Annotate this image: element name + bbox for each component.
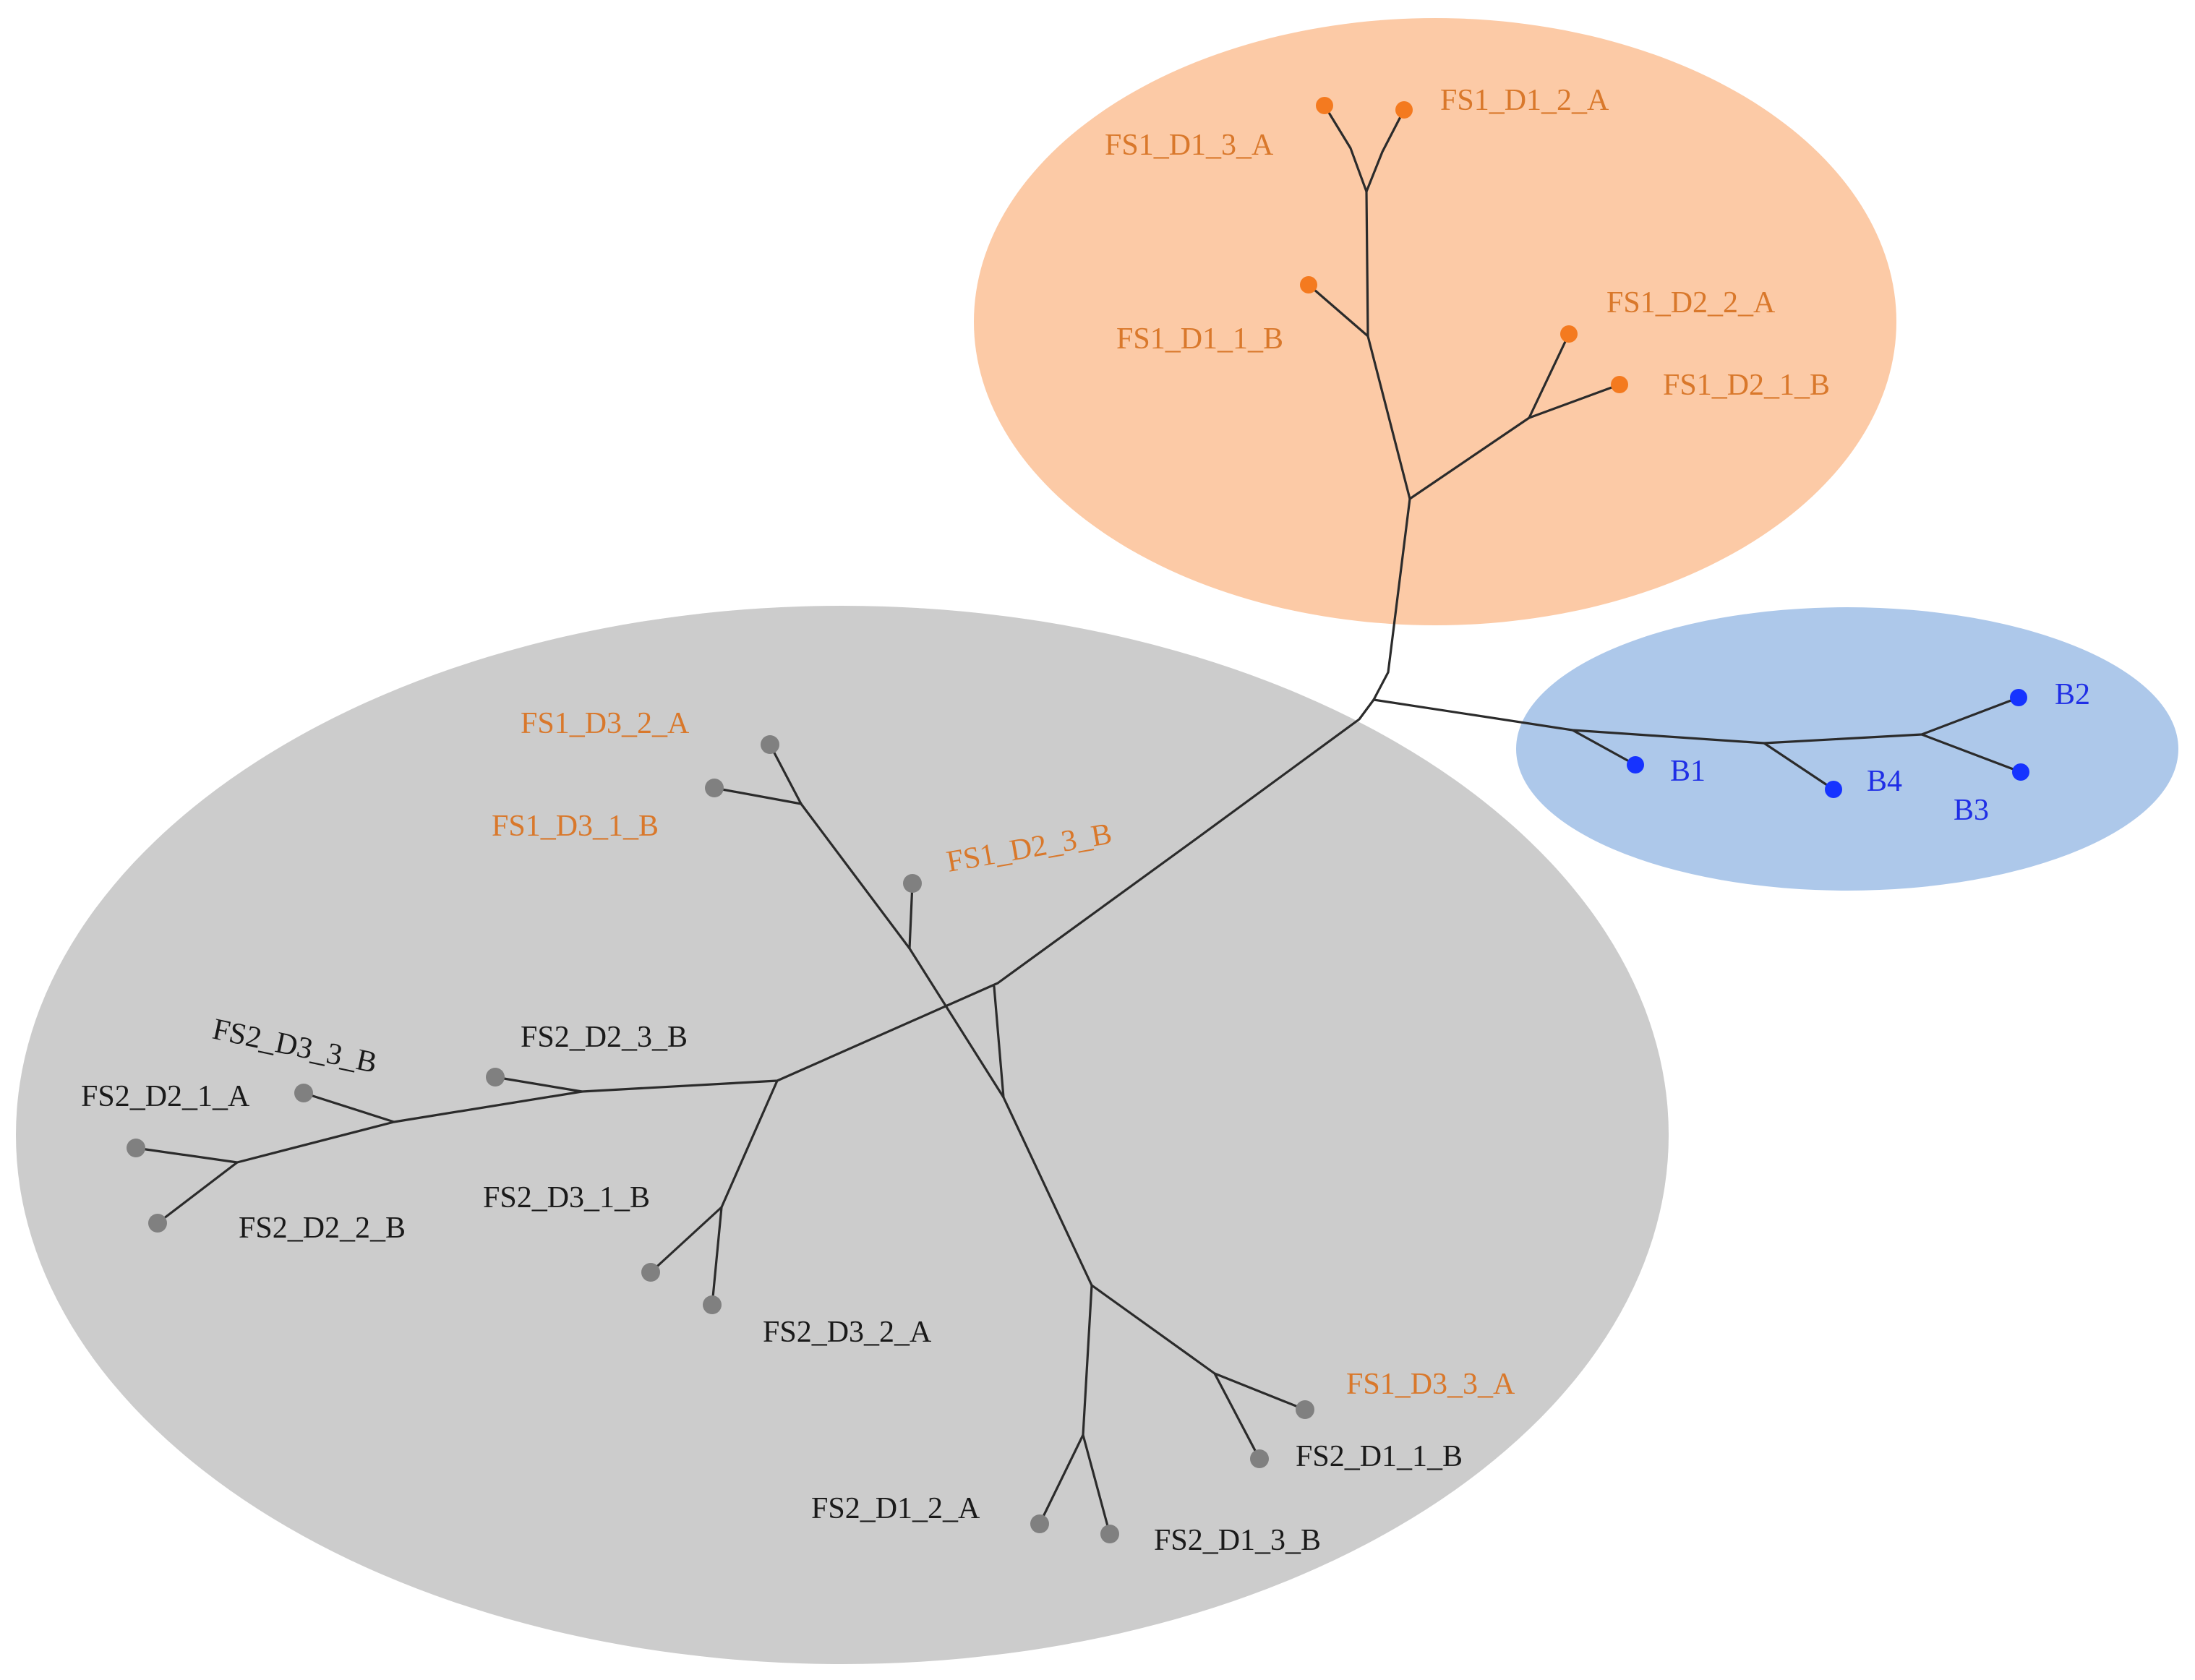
branch-b3 — [1920, 733, 2022, 773]
label-fs1-d3-3-a: FS1_D3_3_A — [1346, 1368, 1515, 1401]
branch-fs2-d1-1-b — [1213, 1372, 1261, 1460]
label-fs1-d2-1-b: FS1_D2_1_B — [1663, 369, 1830, 402]
label-fs2-d2-1-a: FS2_D2_1_A — [81, 1080, 250, 1113]
tip-marker-fs1-d3-1-b — [705, 779, 724, 797]
gray-cluster-ellipse — [16, 606, 1669, 1664]
label-fs2-d3-1-b: FS2_D3_1_B — [483, 1181, 650, 1214]
tip-marker-fs1-d3-3-a — [1296, 1400, 1314, 1419]
branch-fs1-d2-1-b — [1528, 383, 1621, 419]
branch-fs1-d1-1-b — [1307, 283, 1369, 338]
tip-marker-b3 — [2012, 763, 2029, 781]
tree-branches — [134, 104, 2022, 1535]
tip-marker-fs2-d2-3-b — [486, 1068, 505, 1087]
tip-marker-b2 — [2010, 689, 2027, 706]
label-fs1-d1-1-b: FS1_D1_1_B — [1116, 322, 1283, 356]
label-fs2-d1-1-b: FS2_D1_1_B — [1296, 1440, 1463, 1473]
branch-fs2-d3-2-a — [711, 1206, 723, 1306]
blue-cluster-ellipse — [1516, 607, 2178, 891]
tip-marker-fs2-d1-2-a — [1030, 1514, 1049, 1533]
label-fs1-d3-2-a: FS1_D3_2_A — [521, 707, 690, 740]
tip-marker-fs2-d3-1-b — [641, 1263, 660, 1282]
label-fs2-d2-2-b: FS2_D2_2_B — [239, 1212, 406, 1245]
tip-marker-fs2-d3-2-a — [703, 1295, 722, 1314]
tip-marker-b1 — [1627, 756, 1644, 773]
label-fs2-d1-3-b: FS2_D1_3_B — [1154, 1524, 1321, 1557]
branch-b1 — [1571, 729, 1637, 766]
branch-cross-upper — [800, 802, 1093, 1287]
tip-marker-fs1-d1-1-b — [1300, 276, 1317, 293]
tip-marker-fs1-d2-2-a — [1560, 325, 1578, 343]
branch-fs1-d3-1-b — [713, 787, 803, 805]
label-b3: B3 — [1954, 794, 1989, 827]
label-fs2-d1-2-a: FS2_D1_2_A — [811, 1492, 980, 1525]
branch-fs1-d3-2-a — [769, 743, 803, 805]
branch-fs2-d2-3-b — [494, 1076, 583, 1093]
tip-marker-fs1-d2-3-b — [903, 874, 922, 893]
branch-orange-stem — [1372, 497, 1411, 701]
tip-marker-b4 — [1825, 781, 1842, 798]
branch-b4 — [1763, 742, 1835, 791]
label-fs2-d3-2-a: FS2_D3_2_A — [763, 1316, 932, 1349]
tip-marker-fs2-d1-1-b — [1250, 1449, 1269, 1468]
orange-cluster-ellipse — [974, 18, 1896, 625]
branch-fs2-d1-3-b — [1082, 1433, 1111, 1535]
tip-marker-fs2-d2-2-b — [148, 1214, 167, 1233]
tip-marker-fs1-d2-1-b — [1611, 376, 1628, 393]
branch-cross-mid — [993, 985, 1005, 1099]
label-fs1-d1-3-a: FS1_D1_3_A — [1105, 129, 1274, 162]
branch-fs1-d1-2-a — [1365, 108, 1405, 193]
branch-fs2-d3-3-b — [302, 1092, 395, 1123]
tip-marker-fs1-d3-2-a — [761, 735, 779, 754]
label-b1: B1 — [1670, 755, 1706, 788]
tip-marker-fs1-d1-2-a — [1395, 101, 1413, 119]
tip-marker-fs1-d1-3-a — [1316, 97, 1333, 114]
branch-fs1-d2-3-b — [908, 882, 914, 950]
label-b4: B4 — [1867, 765, 1902, 798]
tip-marker-fs2-d2-1-a — [127, 1139, 145, 1157]
label-fs1-d2-2-a: FS1_D2_2_A — [1606, 286, 1776, 320]
branch-fs2-d2-1-a — [134, 1147, 239, 1164]
label-fs1-d1-2-a: FS1_D1_2_A — [1440, 84, 1609, 117]
tip-marker-fs2-d1-3-b — [1100, 1525, 1119, 1543]
tip-marker-fs2-d3-3-b — [294, 1084, 313, 1102]
label-b2: B2 — [2055, 678, 2090, 711]
label-fs1-d3-1-b: FS1_D3_1_B — [492, 810, 659, 843]
label-fs2-d2-3-b: FS2_D2_3_B — [521, 1021, 688, 1054]
tip-markers — [127, 97, 2029, 1543]
